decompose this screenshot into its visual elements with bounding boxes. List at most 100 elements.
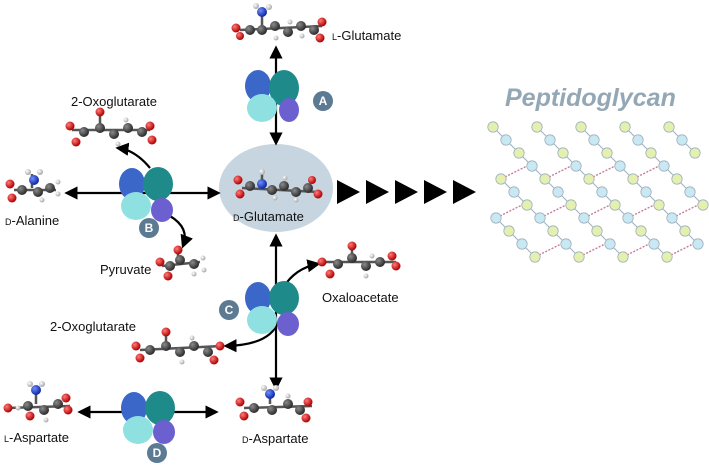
glycan-sugar — [487, 121, 499, 133]
glycan-sugar — [676, 134, 688, 146]
enzyme-badge-c: C — [219, 300, 239, 320]
glycan-sugar — [588, 134, 600, 146]
glycan-strand — [495, 217, 536, 258]
glycan-sugar — [570, 160, 582, 172]
peptidoglycan-title: Peptidoglycan — [505, 84, 676, 112]
glycan-sugar — [573, 251, 585, 263]
glycan-sugar — [663, 121, 675, 133]
glycan-sugar — [521, 199, 533, 211]
molecule-pyruvate — [155, 245, 207, 281]
glycan-sugar — [684, 186, 696, 198]
molecule-oxoglutarate-b — [65, 107, 157, 147]
glycan-sugar — [557, 147, 569, 159]
glycan-sugar — [531, 121, 543, 133]
arrow-b-pyruvate — [169, 215, 193, 249]
molecule-d-aspartate — [235, 385, 313, 423]
enzyme-c — [245, 281, 299, 336]
label-pyruvate: Pyruvate — [100, 262, 152, 277]
peptide-crosslink — [499, 203, 525, 217]
label-d-glutamate-prefix: d — [233, 209, 240, 224]
glycan-sugar — [604, 238, 616, 250]
glycan-sugar — [661, 251, 673, 263]
glycan-sugar — [692, 238, 704, 250]
glycan-sugar — [640, 186, 652, 198]
enzyme-b — [119, 167, 173, 222]
label-l-glutamate: l-Glutamate — [332, 28, 401, 43]
molecule-l-aspartate — [3, 381, 73, 423]
glycan-sugar — [614, 160, 626, 172]
glycan-sugar — [596, 186, 608, 198]
label-d-alanine-name: -Alanine — [11, 213, 60, 228]
glycan-sugar — [490, 212, 502, 224]
glycan-sugar — [503, 225, 515, 237]
glycan-sugar — [671, 173, 683, 185]
peptide-crosslink — [636, 164, 662, 178]
peptide-crosslink — [592, 164, 618, 178]
label-oxaloacetate: Oxaloacetate — [322, 290, 399, 305]
glycan-sugar — [697, 199, 709, 211]
peptide-crosslink — [675, 203, 701, 217]
label-d-alanine-prefix: d — [5, 213, 12, 228]
label-l-glutamate-prefix: l — [332, 28, 338, 43]
glycan-sugar — [648, 238, 660, 250]
glycan-sugar — [575, 121, 587, 133]
glycan-sugar — [526, 160, 538, 172]
label-d-aspartate-name: -Aspartate — [248, 431, 309, 446]
glycan-sugar — [578, 212, 590, 224]
peptide-crosslink — [543, 203, 569, 217]
molecule-l-glutamate — [231, 3, 327, 43]
peptide-crosslink — [548, 164, 574, 178]
enzyme-badge-b: B — [139, 218, 159, 238]
glycan-sugar — [622, 212, 634, 224]
label-oxoglutarate-c: 2-Oxoglutarate — [50, 319, 136, 334]
glycan-sugar — [689, 147, 701, 159]
label-d-glutamate-name: -Glutamate — [239, 209, 304, 224]
glycan-sugar — [516, 238, 528, 250]
glycan-sugar — [547, 225, 559, 237]
glycan-sugar — [617, 251, 629, 263]
peptide-crosslink — [626, 242, 652, 256]
label-l-glutamate-name: -Glutamate — [337, 28, 402, 43]
molecule-oxoglutarate-c — [131, 327, 225, 365]
flow-triangles — [337, 180, 476, 204]
enzyme-d — [121, 391, 175, 444]
glycan-sugar — [591, 225, 603, 237]
label-d-aspartate-prefix: d — [242, 431, 249, 446]
molecule-d-glutamate — [233, 169, 323, 203]
glycan-sugar — [679, 225, 691, 237]
glycan-sugar — [565, 199, 577, 211]
label-d-alanine: d-Alanine — [5, 213, 59, 228]
glycan-sugar — [645, 147, 657, 159]
glycan-sugar — [560, 238, 572, 250]
peptide-crosslink — [587, 203, 613, 217]
glycan-sugar — [513, 147, 525, 159]
enzyme-badge-a: A — [313, 91, 333, 111]
glycan-sugar — [658, 160, 670, 172]
glycan-sugar — [495, 173, 507, 185]
glycan-sugar — [544, 134, 556, 146]
label-oxoglutarate-b: 2-Oxoglutarate — [71, 94, 157, 109]
enzyme-a — [245, 70, 299, 122]
peptide-crosslink — [582, 242, 608, 256]
label-l-aspartate-name: -Aspartate — [9, 430, 69, 445]
peptide-crosslink — [504, 164, 530, 178]
peptide-crosslink — [670, 242, 696, 256]
peptide-crosslink — [538, 242, 564, 256]
label-d-aspartate: d-Aspartate — [242, 431, 308, 446]
glycan-strand — [580, 126, 699, 245]
glycan-sugar — [500, 134, 512, 146]
glycan-sugar — [583, 173, 595, 185]
glycan-sugar — [601, 147, 613, 159]
molecule-d-alanine — [5, 169, 61, 203]
glycan-sugar — [609, 199, 621, 211]
glycan-sugar — [619, 121, 631, 133]
enzyme-badge-d: D — [147, 443, 167, 463]
glycan-sugar — [666, 212, 678, 224]
glycan-sugar — [635, 225, 647, 237]
glycan-sugar — [539, 173, 551, 185]
arrow-c-oxoglutarate — [223, 321, 280, 353]
peptide-crosslink — [631, 203, 657, 217]
label-l-aspartate: l-Aspartate — [4, 430, 69, 445]
peptidoglycan-mesh — [487, 121, 709, 263]
